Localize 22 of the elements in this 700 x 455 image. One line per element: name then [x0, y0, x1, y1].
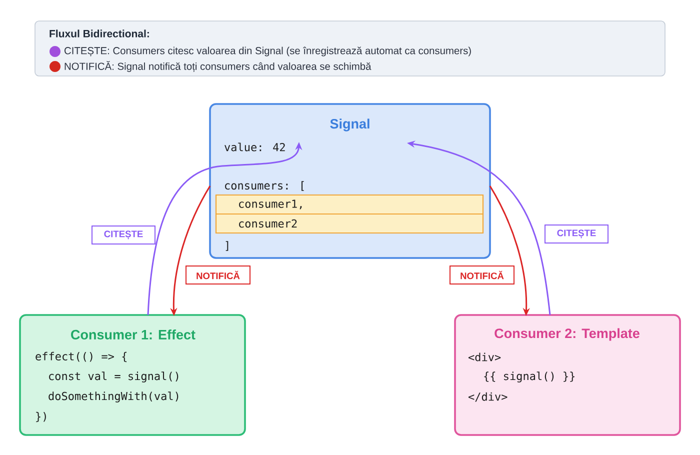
code-line: effect(() => {: [36, 352, 127, 362]
box-title: Consumer 1: Effect: [71, 330, 196, 340]
legend-text: NOTIFICĂ: Signal notifică toți consumers când valoarea se schimbă: [64, 61, 372, 72]
box-title: Consumer 2: Template: [494, 328, 640, 341]
code-line: ]: [226, 241, 228, 251]
heading: Fluxul Bidirectional:: [50, 30, 149, 38]
code-line: <div>: [468, 352, 501, 362]
code-line: consumers: [: [225, 181, 304, 191]
edge-label: CITEȘTE: [92, 226, 156, 244]
code-line: {{ signal() }}: [484, 372, 575, 382]
legend-text: CITEȘTE: Consumers citesc valoarea din Signal (se înregistrează automat ca consumers): [64, 46, 471, 56]
code-line: consumer2: [239, 219, 297, 228]
code-line: doSomethingWith(val): [48, 392, 178, 402]
code-line: consumer1,: [239, 200, 302, 210]
edge-label: CITEȘTE: [544, 224, 608, 244]
code-line: const val = signal(): [49, 372, 178, 382]
edge-label: NOTIFICĂ: [186, 266, 250, 284]
edge-label: NOTIFICĂ: [450, 266, 514, 284]
box-title: Signal: [330, 118, 370, 132]
code-line: }): [36, 412, 46, 422]
code-line: value: 42: [224, 142, 285, 152]
code-line: </div>: [468, 392, 508, 402]
